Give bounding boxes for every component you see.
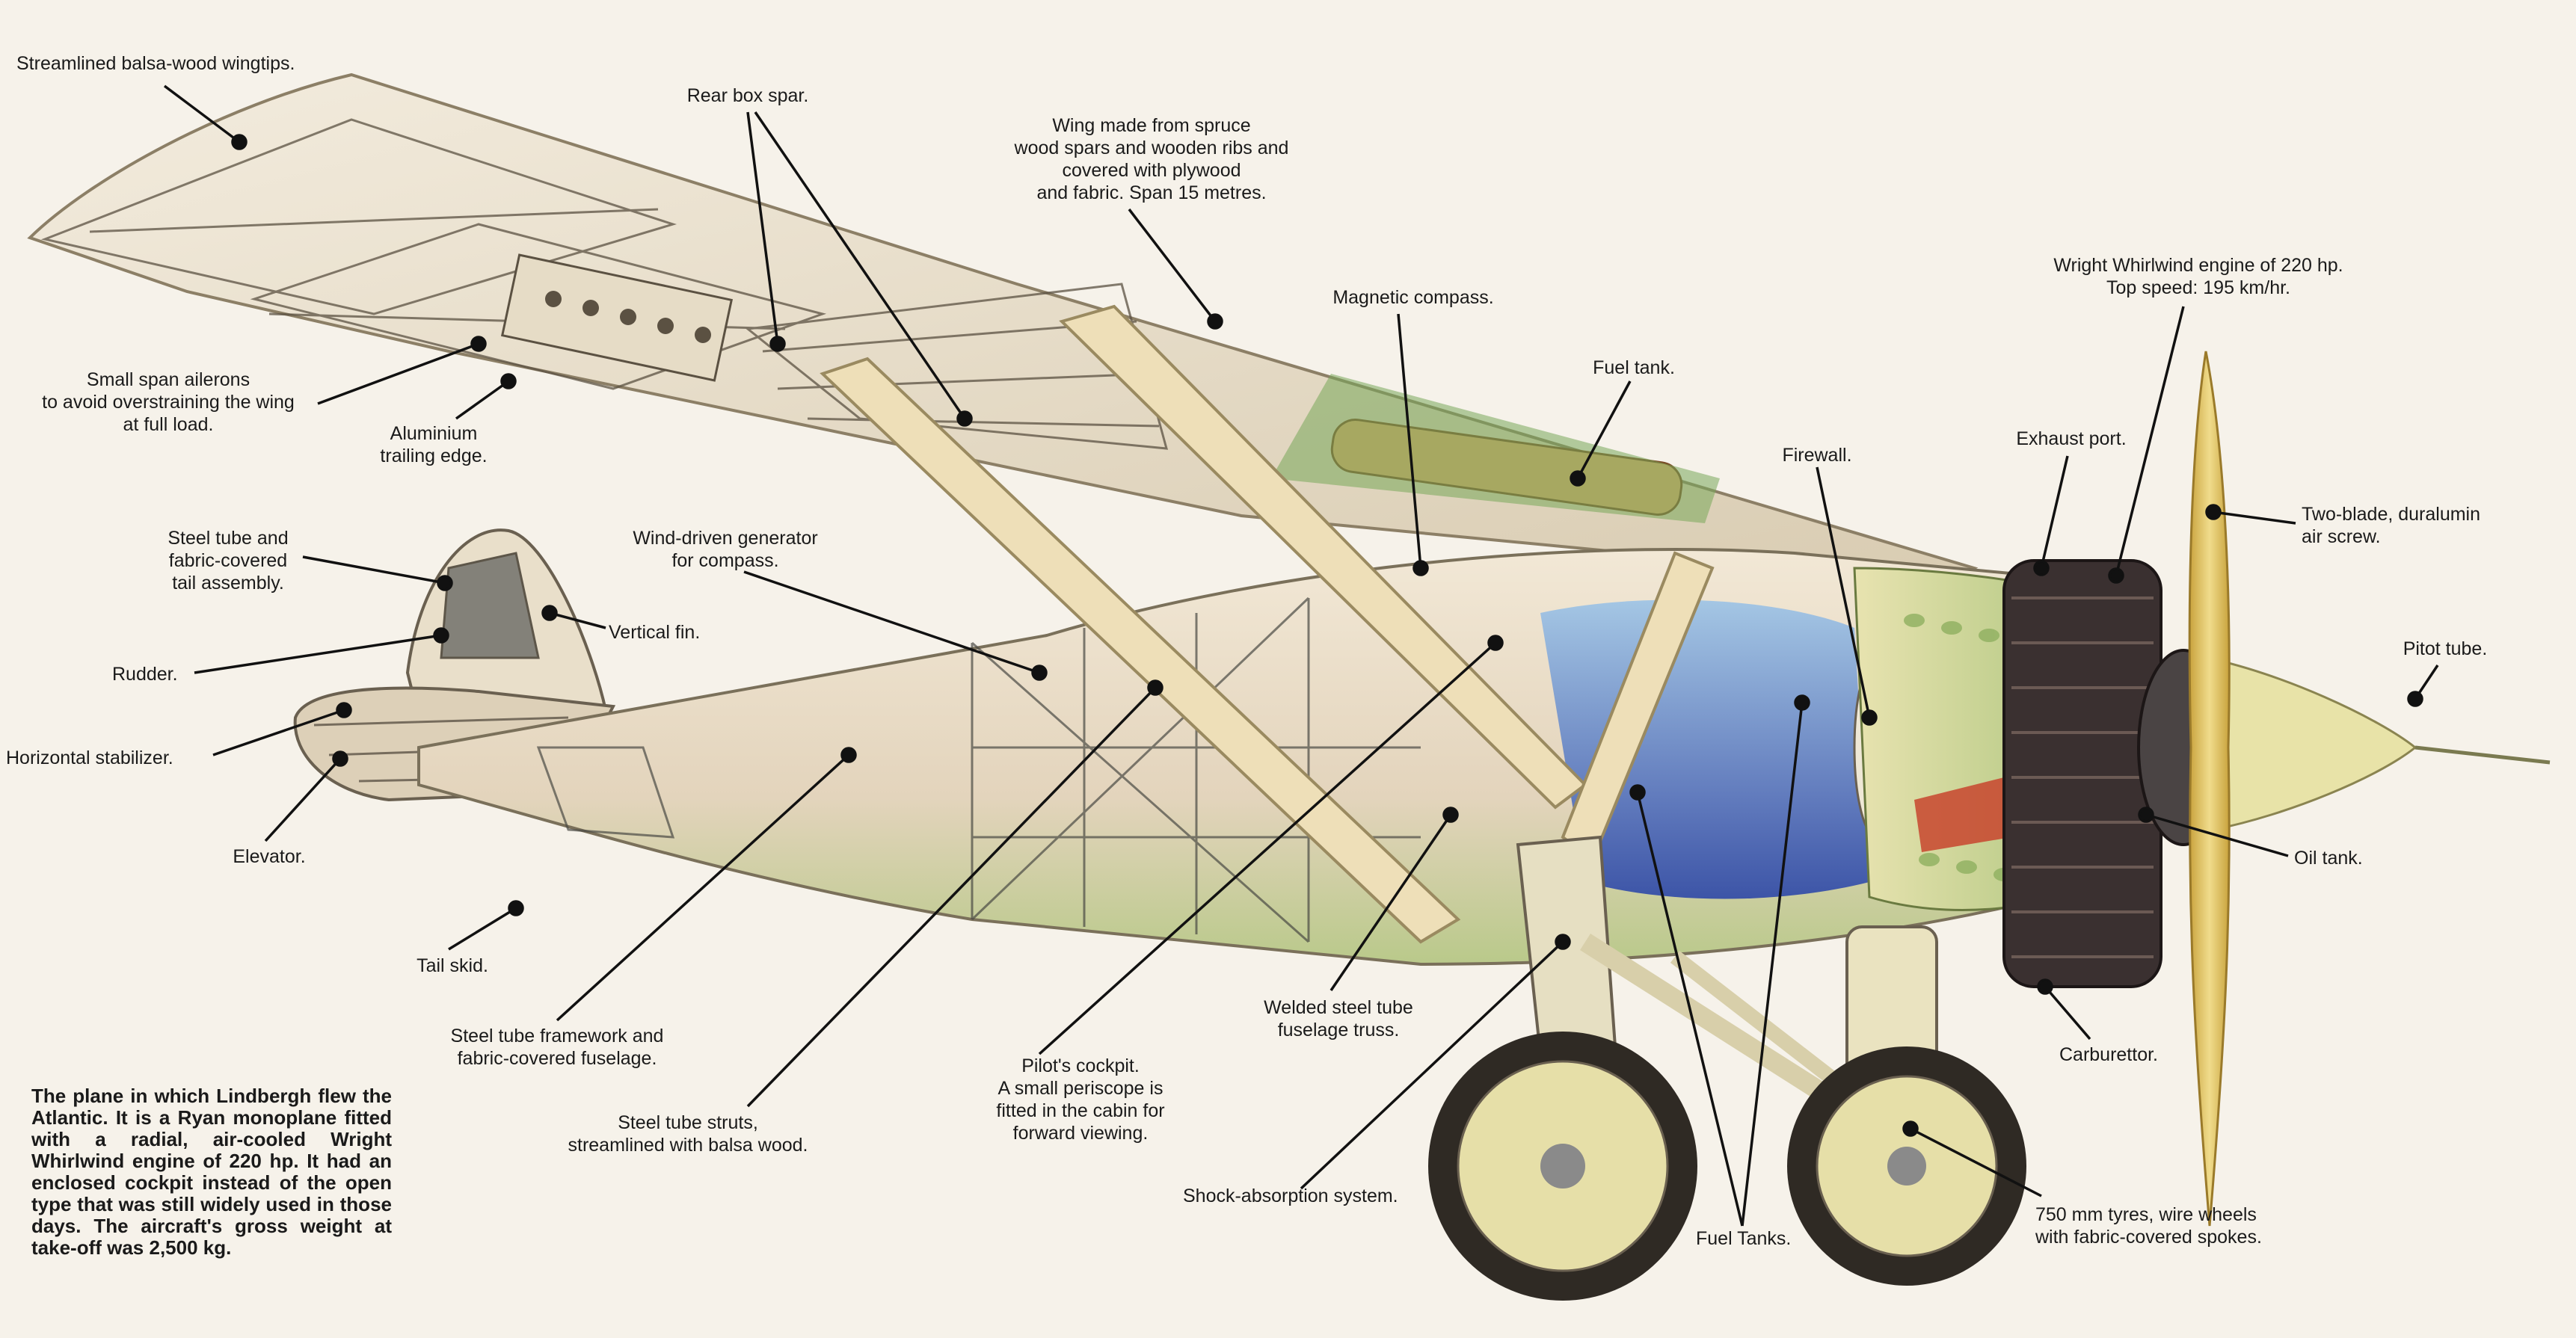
label-tail-skid: Tail skid. [416,955,488,976]
label-engine: Wright Whirlwind engine of 220 hp. Top s… [2053,255,2343,298]
label-fuel-tanks: Fuel Tanks. [1696,1228,1792,1249]
label-carburettor: Carburettor. [2059,1044,2158,1065]
label-welded-truss: Welded steel tube fuselage truss. [1264,997,1413,1041]
label-tail-assembly: Steel tube and fabric-covered tail assem… [167,528,289,594]
pitot-tube-line [2414,745,2551,765]
label-exhaust-port: Exhaust port. [2016,428,2127,449]
caption-text: The plane in which Lindbergh flew the At… [31,1085,392,1259]
fuselage-truss [536,596,1421,943]
label-wing-construction: Wing made from spruce wood spars and woo… [1014,115,1289,203]
label-pitot-tube: Pitot tube. [2403,638,2488,659]
label-pilots-cockpit: Pilot's cockpit. A small periscope is fi… [996,1055,1165,1144]
label-vertical-fin: Vertical fin. [609,622,701,643]
label-magnetic-compass: Magnetic compass. [1332,287,1494,308]
label-air-screw: Two-blade, duralumin air screw. [2302,504,2481,547]
right-wheel [1787,1046,2026,1286]
left-wheel [1428,1032,1697,1301]
label-shock-absorption: Shock-absorption system. [1183,1186,1398,1206]
spinner [2204,656,2417,831]
wing-struts [820,304,1715,944]
label-elevator: Elevator. [233,846,306,867]
label-rudder: Rudder. [112,664,178,685]
wing-ribs [40,118,1169,450]
label-steel-struts: Steel tube struts, streamlined with bals… [568,1112,808,1156]
label-trailing-edge: Aluminium trailing edge. [380,423,488,466]
label-wingtips: Streamlined balsa-wood wingtips. [16,53,295,74]
label-wind-generator: Wind-driven generator for compass. [633,528,818,571]
oil-tank-shape [1914,777,2011,852]
label-oil-tank: Oil tank. [2294,848,2363,869]
label-horizontal-stabilizer: Horizontal stabilizer. [6,747,173,768]
leader-lines [163,84,2439,1227]
propeller [2188,351,2231,1227]
label-rear-spar: Rear box spar. [686,85,809,106]
wing-inner-green [1271,374,1720,523]
label-ailerons: Small span ailerons to avoid overstraini… [42,369,295,435]
label-fuel-tank: Fuel tank. [1593,357,1675,378]
label-firewall: Firewall. [1782,445,1852,466]
spar-holes [500,253,734,382]
label-tyres: 750 mm tyres, wire wheels with fabric-co… [2035,1204,2262,1248]
label-steel-framework: Steel tube framework and fabric-covered … [450,1026,664,1069]
